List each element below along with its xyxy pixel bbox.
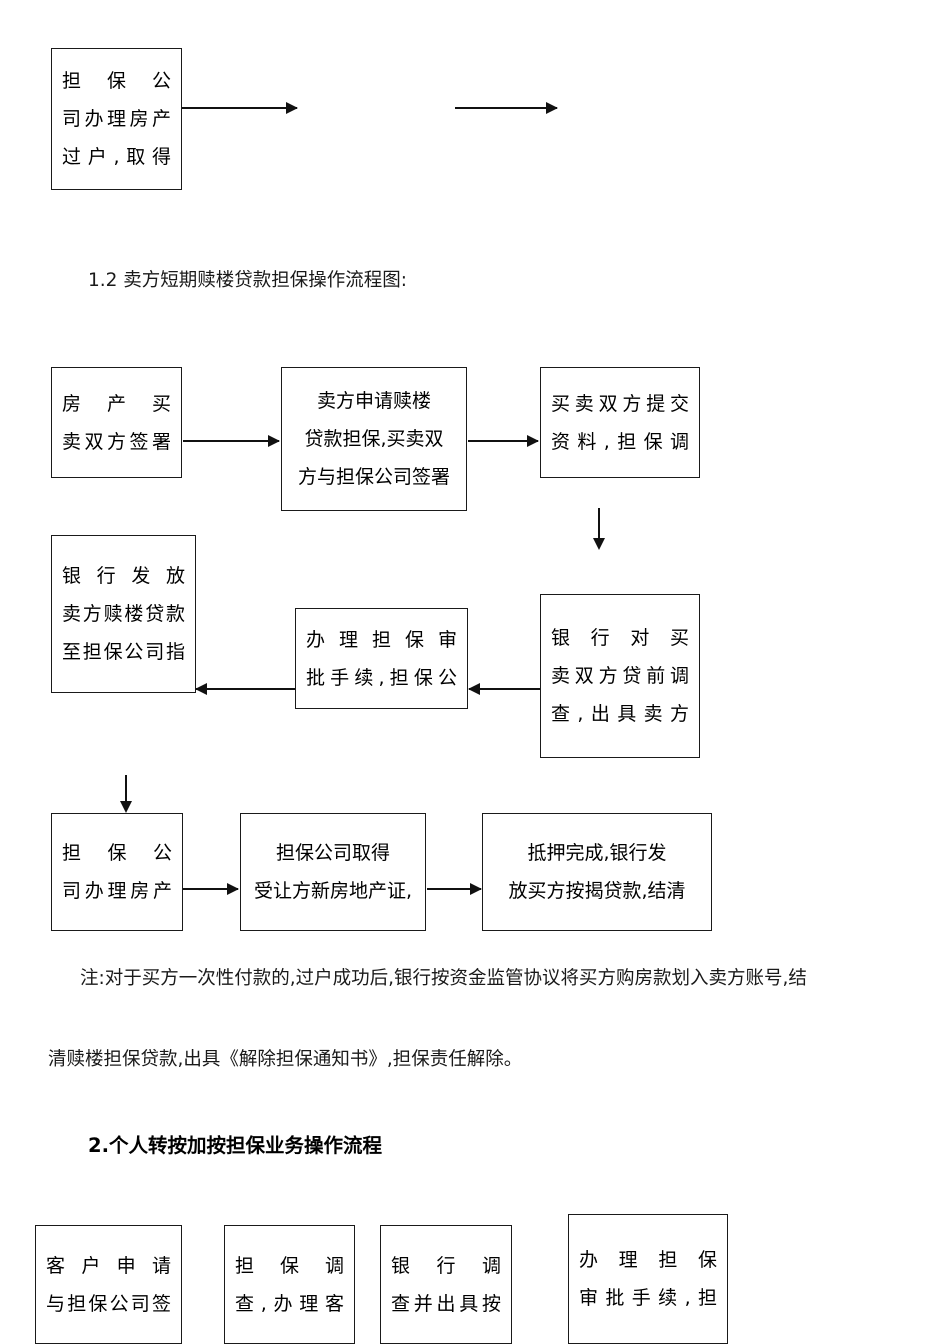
flow-box-customer-apply-sign-guarantee: 客户申请 与担保公司签: [35, 1225, 182, 1344]
box-line: 买卖双方提交: [551, 392, 689, 415]
box-line: 卖方赎楼贷款: [62, 603, 185, 625]
arrow-row1-box2-to-box3: [468, 435, 539, 447]
note-paragraph-line-2: 清赎楼担保贷款,出具《解除担保通知书》,担保责任解除。: [48, 1049, 523, 1070]
box-line: 抵押完成,银行发: [527, 842, 667, 864]
box-line: 审批手续,担: [579, 1287, 717, 1309]
box-line: 司办理房产: [62, 880, 172, 902]
box-line: 房产买: [62, 392, 171, 415]
arrow-row3-box1-to-box2: [183, 883, 239, 895]
section-heading-2: 2.个人转按加按担保业务操作流程: [88, 1134, 382, 1157]
flow-box-guarantee-approval-procedure: 办理担保审 批手续,担保公: [295, 608, 468, 709]
flow-box-guarantee-investigation: 担保调 查,办理客: [224, 1225, 355, 1344]
box-line: 担保调: [235, 1254, 344, 1277]
box-line: 批手续,担保公: [306, 666, 457, 689]
arrow-row2-box1-down-to-row3-box1: [120, 775, 132, 813]
flow-box-bank-disburse-redemption-loan: 银行发放 卖方赎楼贷款 至担保公司指: [51, 535, 196, 693]
flow-box-top-guarantee-transfer: 担保公 司办理房产 过户,取得: [51, 48, 182, 190]
box-line: 客户申请: [46, 1254, 171, 1277]
box-line: 查,出具卖方: [551, 703, 689, 725]
box-line: 担保公司取得: [275, 842, 390, 864]
box-line: 受让方新房地产证,: [253, 880, 413, 902]
note-paragraph-line-1: 注:对于买方一次性付款的,过户成功后,银行按资金监管协议将买方购房款划入卖方账号…: [80, 968, 807, 989]
box-line: 银行调: [391, 1254, 501, 1277]
flow-box-seller-apply-redemption-loan: 卖方申请赎楼 贷款担保,买卖双 方与担保公司签署: [281, 367, 467, 511]
flow-box-bank-investigation-issue: 银行调 查并出具按: [380, 1225, 512, 1344]
box-line: 方与担保公司签署: [297, 466, 450, 488]
box-line: 担保公: [62, 70, 171, 92]
flow-box-guarantee-approval-procedure-2: 办理担保 审批手续,担: [568, 1214, 728, 1344]
box-line: 卖双方贷前调: [551, 665, 689, 687]
flow-box-both-parties-submit-materials: 买卖双方提交 资料,担保调: [540, 367, 700, 478]
section-heading-1-2: 1.2 卖方短期赎楼贷款担保操作流程图:: [88, 270, 408, 291]
arrow-row2-box2-to-box1: [195, 683, 295, 695]
box-line: 至担保公司指: [62, 641, 185, 663]
flow-box-property-sale-signing: 房产买 卖双方签署: [51, 367, 182, 478]
flow-box-guarantee-company-property-transfer: 担保公 司办理房产: [51, 813, 183, 931]
box-line: 与担保公司签: [46, 1292, 171, 1315]
box-line: 担保公: [62, 842, 172, 864]
arrow-row3-box2-to-box3: [427, 883, 482, 895]
box-line: 银行对买: [551, 627, 689, 649]
box-line: 卖方申请赎楼: [316, 390, 431, 412]
flow-box-bank-pre-loan-investigation: 银行对买 卖双方贷前调 查,出具卖方: [540, 594, 700, 758]
arrow-row1-box3-down-to-row2-box3: [593, 508, 605, 550]
box-line: 贷款担保,买卖双: [304, 428, 444, 450]
box-line: 办理担保: [579, 1249, 717, 1271]
arrow-row2-box3-to-box2: [468, 683, 540, 695]
flow-box-mortgage-complete-bank-disburse: 抵押完成,银行发 放买方按揭贷款,结清: [482, 813, 712, 931]
box-line: 银行发放: [62, 565, 185, 587]
arrow-top-2: [455, 102, 558, 114]
box-line: 办理担保审: [306, 628, 457, 651]
box-line: 司办理房产: [62, 108, 171, 130]
arrow-top-1: [182, 102, 298, 114]
box-line: 卖双方签署: [62, 430, 171, 453]
box-line: 资料,担保调: [551, 430, 689, 453]
box-line: 过户,取得: [62, 146, 171, 168]
flow-box-guarantee-company-obtain-certificate: 担保公司取得 受让方新房地产证,: [240, 813, 426, 931]
box-line: 查并出具按: [391, 1292, 501, 1315]
box-line: 放买方按揭贷款,结清: [508, 880, 686, 902]
arrow-row1-box1-to-box2: [183, 435, 280, 447]
box-line: 查,办理客: [235, 1292, 344, 1315]
